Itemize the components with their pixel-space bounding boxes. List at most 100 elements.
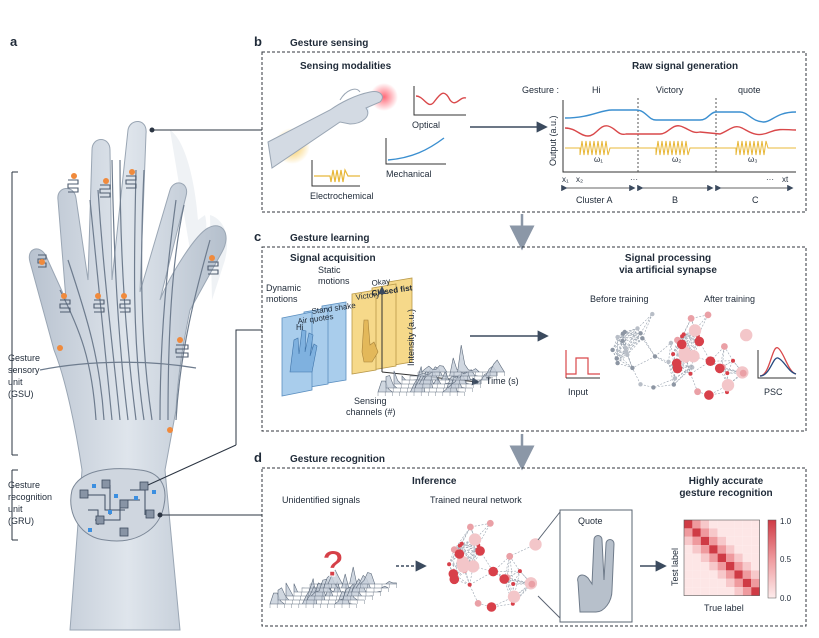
matrix-cell bbox=[734, 570, 743, 579]
network-edge bbox=[654, 356, 675, 368]
network-node bbox=[447, 562, 452, 567]
psc-curve: PSC bbox=[757, 347, 797, 397]
matrix-cell bbox=[692, 562, 701, 571]
network-node bbox=[671, 382, 676, 387]
matrix-cell bbox=[742, 553, 752, 562]
network-node bbox=[623, 349, 629, 354]
network-edge bbox=[506, 556, 511, 578]
network-node bbox=[740, 328, 753, 342]
sensing-arm bbox=[267, 83, 398, 169]
network-edge bbox=[519, 570, 533, 585]
network-edge bbox=[454, 526, 471, 550]
matrix-cell bbox=[717, 536, 726, 546]
x-tick-2: x₂ bbox=[576, 175, 583, 184]
matrix-cell bbox=[684, 587, 693, 596]
colorbar: 1.0 0.5 0.0 bbox=[767, 517, 792, 603]
svg-text:0.0: 0.0 bbox=[780, 594, 792, 603]
trained-network bbox=[447, 519, 542, 612]
gesture-victory: Victory bbox=[656, 85, 684, 95]
network-node bbox=[704, 390, 714, 400]
matrix-cell bbox=[751, 545, 760, 554]
x-tick-t: xt bbox=[782, 175, 789, 184]
network-edge bbox=[454, 579, 470, 586]
network-node bbox=[499, 574, 510, 584]
network-node bbox=[623, 346, 628, 351]
network-edge bbox=[509, 556, 514, 585]
network-node bbox=[620, 338, 625, 344]
network-edge bbox=[625, 333, 641, 349]
matrix-cell bbox=[700, 536, 710, 546]
gesture-quote: quote bbox=[738, 85, 761, 95]
network-edge bbox=[622, 328, 638, 334]
svg-text:PSC: PSC bbox=[764, 387, 783, 397]
network-edge bbox=[612, 337, 618, 351]
network-node bbox=[638, 331, 643, 336]
network-edge bbox=[461, 539, 476, 544]
matrix-cell bbox=[751, 536, 760, 546]
output-ylabel: Output (a.u.) bbox=[548, 115, 558, 166]
network-node bbox=[528, 580, 536, 588]
matrix-cell bbox=[692, 587, 701, 596]
network-edge bbox=[654, 342, 672, 357]
matrix-cell bbox=[684, 520, 693, 529]
panel-d-letter: d bbox=[254, 450, 262, 465]
svg-text:0.5: 0.5 bbox=[780, 555, 792, 564]
network-edge bbox=[653, 384, 674, 388]
matrix-cell bbox=[726, 520, 735, 529]
matrix-cell bbox=[734, 536, 743, 546]
svg-text:Optical: Optical bbox=[412, 120, 440, 130]
surface-ribbon bbox=[301, 573, 389, 589]
network-node bbox=[475, 546, 485, 556]
matrix-cell bbox=[717, 528, 726, 537]
network-node bbox=[651, 385, 656, 390]
matrix-cell bbox=[717, 570, 726, 579]
matrix-cell bbox=[692, 545, 701, 554]
matrix-cell bbox=[692, 528, 701, 537]
network-edge bbox=[617, 336, 626, 349]
network-node bbox=[468, 533, 482, 546]
intensity-label: Intensity (a.u.) bbox=[406, 309, 416, 366]
network-node bbox=[672, 376, 678, 381]
network-node bbox=[690, 365, 695, 370]
network-edge bbox=[461, 543, 464, 563]
network-node bbox=[486, 519, 494, 527]
matrix-cell bbox=[684, 528, 693, 537]
matrix-cell bbox=[726, 553, 735, 562]
true-label: True label bbox=[704, 603, 744, 613]
matrix-cell bbox=[742, 528, 752, 537]
network-edge bbox=[683, 334, 698, 337]
matrix-cell bbox=[734, 578, 743, 588]
signal-yellow bbox=[565, 140, 796, 156]
matrix-cell bbox=[709, 562, 718, 571]
network-node bbox=[454, 549, 465, 559]
matrix-cell bbox=[742, 520, 752, 529]
network-node bbox=[640, 336, 645, 341]
before-training-label: Before training bbox=[590, 294, 649, 304]
network-edge bbox=[448, 549, 455, 565]
matrix-cell bbox=[700, 578, 710, 588]
matrix-cell bbox=[726, 562, 735, 571]
network-edge bbox=[612, 349, 618, 364]
matrix-cell bbox=[751, 578, 760, 588]
matrix-cell bbox=[734, 553, 743, 562]
matrix-cell bbox=[709, 553, 718, 562]
network-node bbox=[467, 523, 474, 531]
network-edge bbox=[640, 313, 653, 334]
network-edge bbox=[683, 334, 694, 357]
network-after-training bbox=[671, 311, 753, 400]
network-node bbox=[614, 356, 619, 361]
confusion-matrix bbox=[683, 519, 760, 596]
network-edge bbox=[519, 570, 532, 584]
matrix-cell bbox=[726, 570, 735, 579]
matrix-cell bbox=[742, 545, 752, 554]
network-edge bbox=[617, 351, 627, 364]
network-node bbox=[610, 347, 615, 353]
matrix-cell bbox=[709, 587, 718, 596]
matrix-cell bbox=[692, 520, 701, 529]
matrix-cell bbox=[717, 553, 726, 562]
matrix-cell bbox=[684, 578, 693, 588]
surface-ribbon bbox=[293, 578, 381, 593]
x-tick-dots-2: ··· bbox=[766, 175, 774, 184]
surface-ribbon bbox=[310, 566, 397, 585]
